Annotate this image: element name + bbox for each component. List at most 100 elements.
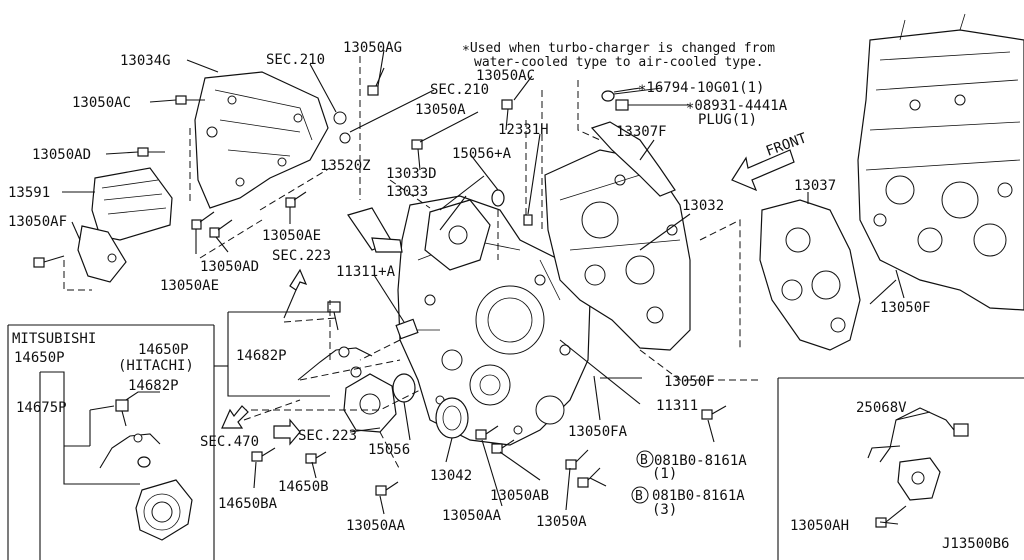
oil-pump-14650P	[343, 373, 397, 433]
gasket-13520Z	[347, 207, 403, 253]
label-qty-3: (3)	[652, 502, 677, 518]
bolt-13050AC-top	[501, 99, 513, 131]
label-13591: 13591	[8, 185, 50, 201]
b-letter-upper: B	[640, 453, 648, 468]
label-15056: 15056	[368, 442, 410, 458]
label-sec470: SEC.470	[200, 434, 259, 450]
bolt-13050AE-mid	[285, 191, 307, 208]
label-15056A: 15056+A	[452, 146, 512, 162]
label-qty-1: (1)	[652, 466, 677, 482]
label-14650B: 14650B	[278, 479, 329, 495]
label-13050AD-bottom: 13050AD	[200, 259, 259, 275]
label-12331H: 12331H	[498, 122, 549, 138]
label-13050AA-left: 13050AA	[346, 518, 406, 534]
seal-11311A	[395, 318, 419, 340]
mitsubishi-pipe	[99, 399, 161, 469]
sensor-25068V	[867, 407, 969, 501]
bolt-13050AD-left	[137, 147, 165, 157]
leaders-upper-left	[62, 49, 435, 254]
bolt-081B0-upper	[701, 405, 727, 420]
label-14650BA: 14650BA	[218, 496, 278, 512]
label-hitachi: (HITACHI)	[118, 358, 194, 374]
label-sec223-b: SEC.223	[298, 428, 357, 444]
oil-seal-13042	[435, 397, 469, 439]
label-16794: ∗16794-10G01(1)	[638, 80, 764, 96]
plug-08931	[615, 99, 690, 111]
label-13050A-top: 13050A	[415, 102, 466, 118]
leaders-right	[253, 75, 899, 525]
label-11311A: 11311+A	[336, 264, 396, 280]
label-13050AE-bottom: 13050AE	[160, 278, 219, 294]
label-25068V: 25068V	[856, 400, 907, 416]
b-marker-lower: B	[631, 486, 649, 504]
mitsubishi-pump	[135, 479, 193, 541]
label-13033D: 13033D	[386, 166, 437, 182]
sec223-arrow-up	[283, 268, 308, 319]
bolt-13050A-bottom	[565, 449, 589, 470]
label-13050AH: 13050AH	[790, 518, 849, 534]
sensor-inset-box	[777, 377, 1024, 560]
label-13050AE-mid: 13050AE	[262, 228, 321, 244]
bolt-13050AA-left	[375, 481, 399, 496]
label-sec223-a: SEC.223	[272, 248, 331, 264]
label-11311: 11311	[656, 398, 698, 414]
bolt-081B0-lower	[577, 467, 601, 488]
water-pump-13033	[424, 199, 491, 271]
label-13050F-mid: 13050F	[664, 374, 715, 390]
label-sec210-a: SEC.210	[266, 52, 325, 68]
turbo-note-line1: ∗Used when turbo-charger is changed from	[462, 41, 775, 56]
label-081B0-upper: 081B0-8161A	[654, 453, 747, 469]
rear-plate-13032	[544, 149, 691, 351]
label-13520Z: 13520Z	[320, 158, 371, 174]
sec470-arrow	[221, 405, 249, 429]
dowel-12331H	[523, 214, 533, 226]
gasket-13307F	[590, 121, 676, 197]
label-13050A-bottom: 13050A	[536, 514, 587, 530]
bolt-13050A-top	[411, 139, 423, 171]
label-mitsubishi: MITSUBISHI	[12, 331, 96, 347]
b-marker-upper: B	[636, 450, 654, 468]
label-14682P-mitsubishi: 14682P	[128, 378, 179, 394]
turbo-note-line2: water-cooled type to air-cooled type.	[474, 55, 764, 70]
label-14650P: 14650P	[138, 342, 189, 358]
upper-timing-cover-13034G	[194, 71, 329, 209]
label-13042: 13042	[430, 468, 472, 484]
label-13050AD-left: 13050AD	[32, 147, 91, 163]
label-08931: ∗08931-4441A	[686, 98, 788, 114]
label-14675P: 14675P	[16, 400, 67, 416]
label-13050F-right: 13050F	[880, 300, 931, 316]
label-13050AC-left: 13050AC	[72, 95, 131, 111]
plug-sec210	[333, 111, 351, 144]
vacuum-pipe-14682P	[297, 346, 373, 381]
bolt-14650BA	[251, 447, 276, 462]
label-13050AC-top: 13050AC	[476, 68, 535, 84]
label-13037: 13037	[794, 178, 836, 194]
bolt-14650B	[305, 451, 327, 464]
sec223-arrow-right	[273, 418, 301, 446]
bolt-13050AB	[491, 439, 515, 454]
label-13050AG: 13050AG	[343, 40, 402, 56]
label-sec210-b: SEC.210	[430, 82, 489, 98]
label-13050AF: 13050AF	[8, 214, 67, 230]
bolt-sec223	[327, 301, 341, 331]
label-13050AB: 13050AB	[490, 488, 549, 504]
bolt-13050AH	[875, 505, 907, 528]
label-13050FA: 13050FA	[568, 424, 628, 440]
label-13033: 13033	[386, 184, 428, 200]
washer-16794	[601, 87, 641, 102]
label-13032: 13032	[682, 198, 724, 214]
b-letter-lower: B	[635, 489, 643, 504]
mitsubishi-inset-box	[7, 324, 215, 560]
label-13034G: 13034G	[120, 53, 171, 69]
bolt-13050AA-mid	[475, 425, 499, 440]
label-13050AA-mid: 13050AA	[442, 508, 502, 524]
gasket-13037	[759, 199, 861, 351]
label-13307F: 13307F	[616, 124, 667, 140]
bolt-13050AE-bottom	[191, 211, 215, 230]
label-14650P-mitsubishi: 14650P	[14, 350, 65, 366]
bolt-13050AD-bottom	[209, 219, 233, 238]
cover-13591	[77, 167, 173, 283]
label-plug: PLUG(1)	[698, 112, 757, 128]
